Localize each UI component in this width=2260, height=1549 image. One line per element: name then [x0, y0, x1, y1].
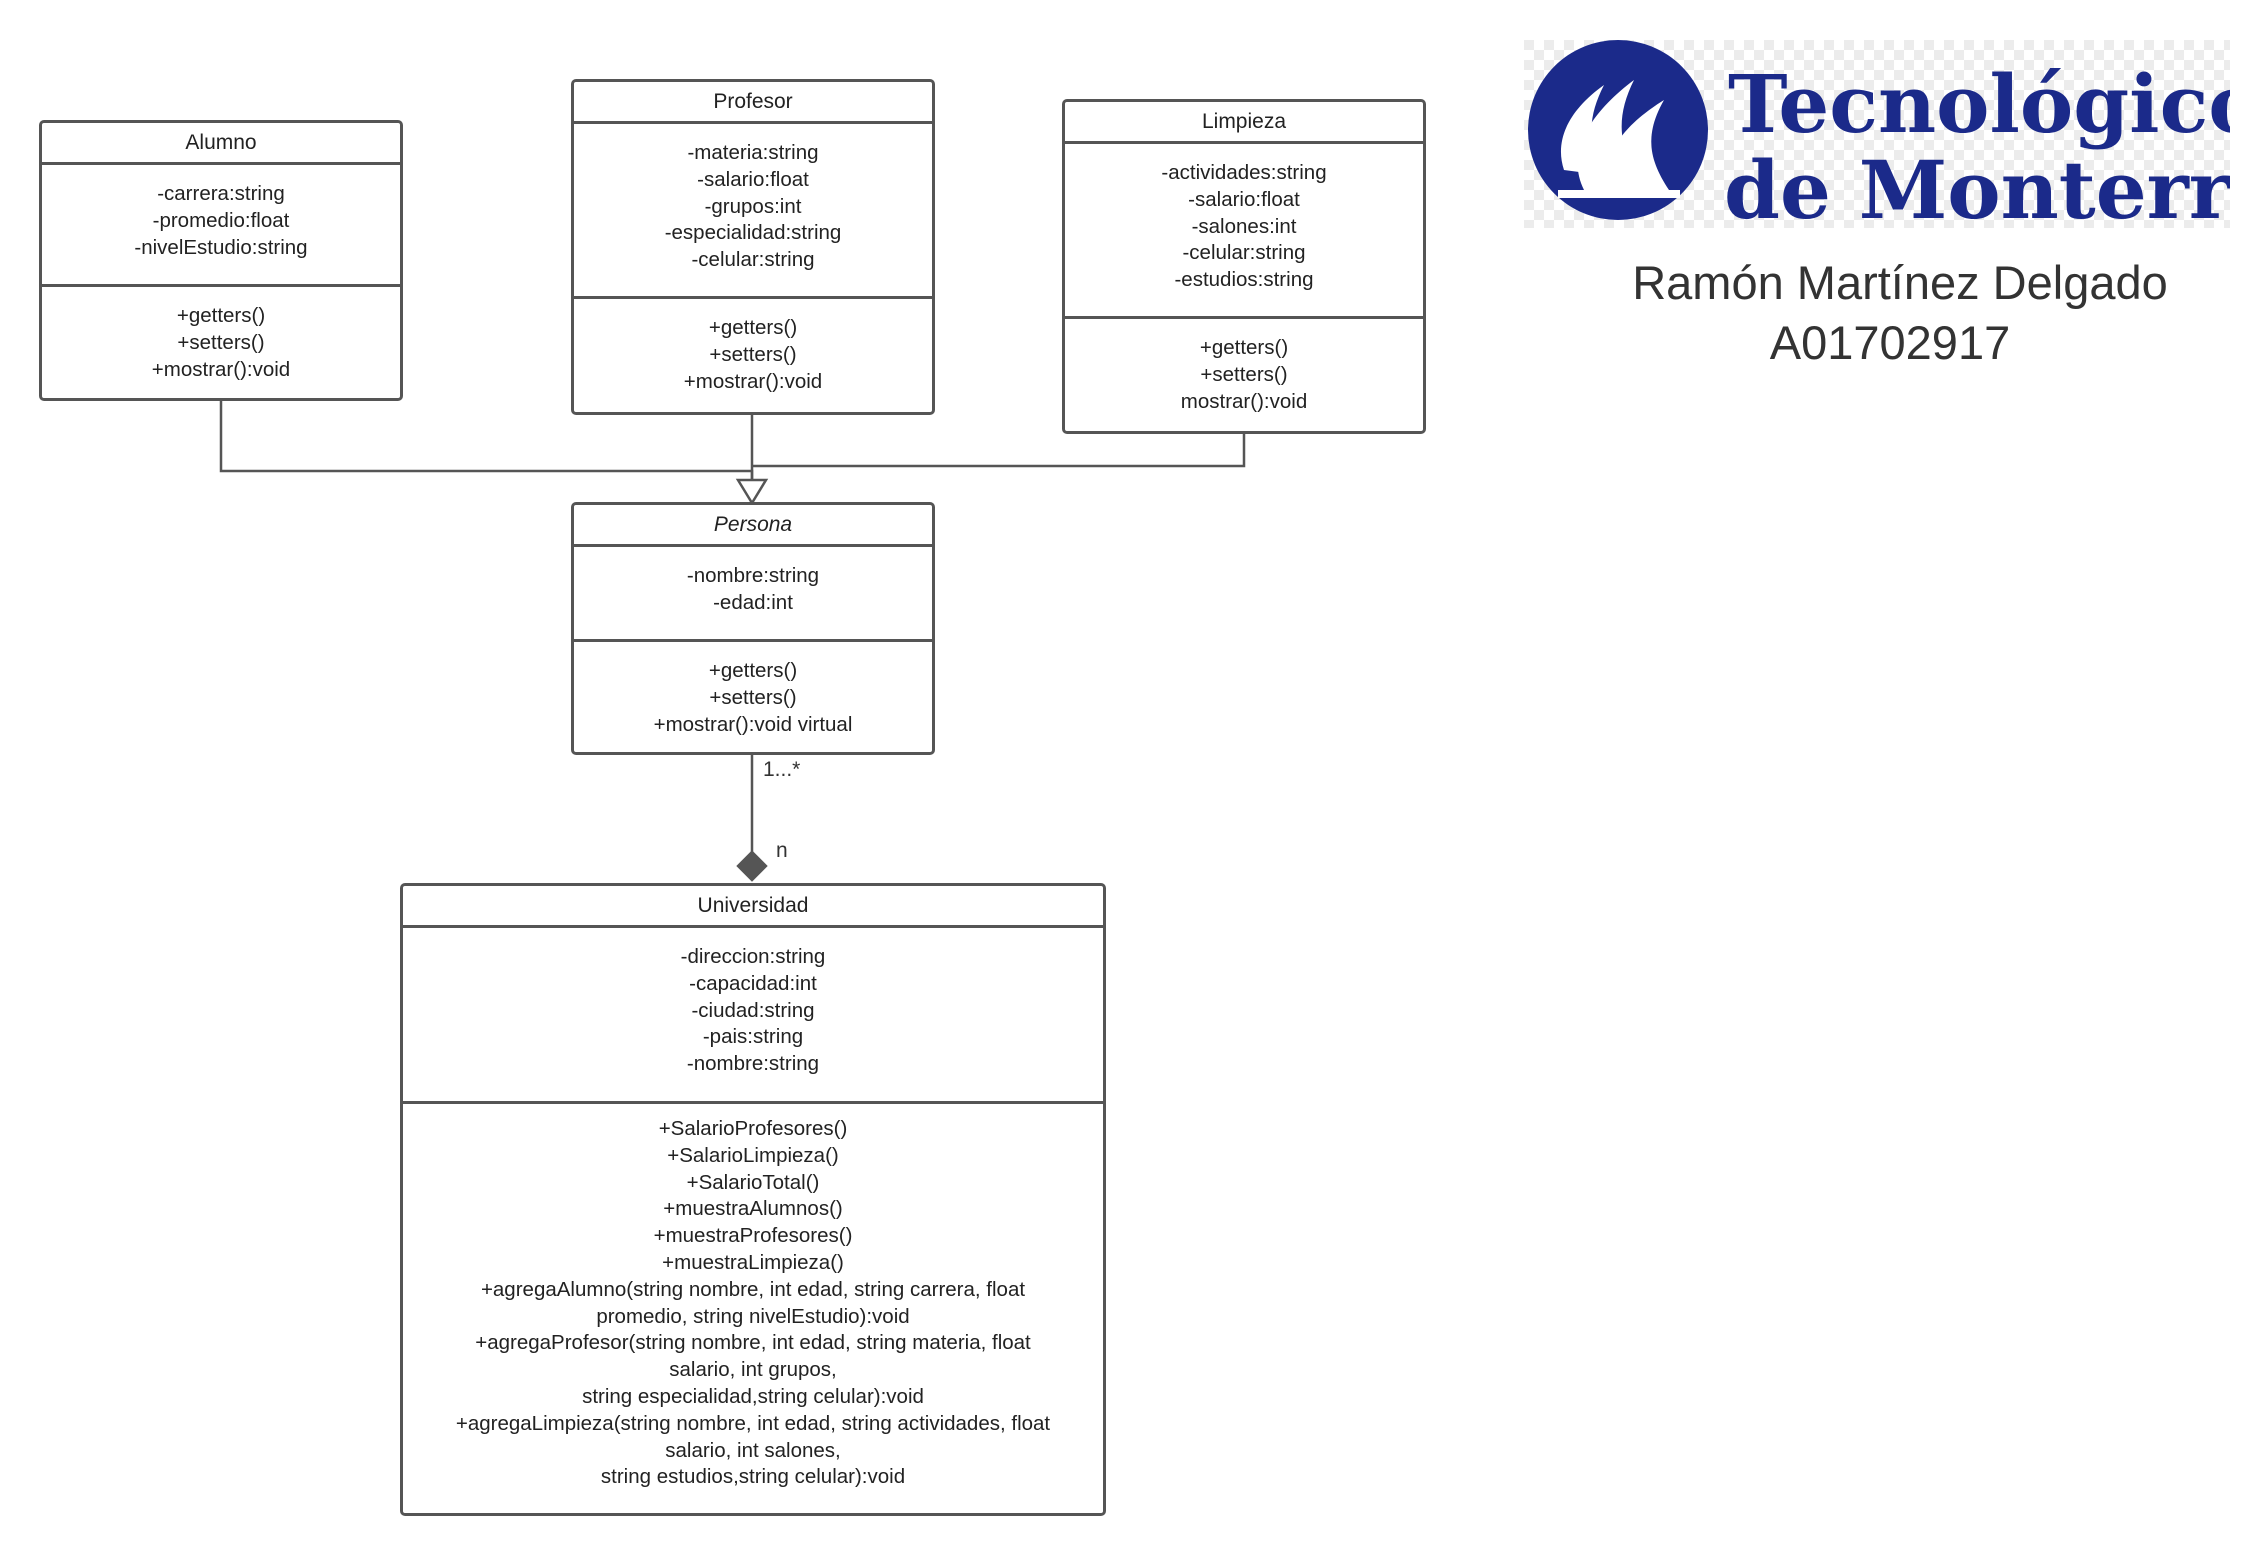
operation: salario, int salones, [665, 1438, 841, 1462]
attribute: -salario:float [1188, 187, 1300, 211]
attribute: -especialidad:string [664, 221, 842, 245]
operation: +mostrar():void [151, 357, 291, 381]
operation: +SalarioProfesores() [658, 1117, 848, 1140]
class-profesor-operations: +getters() +setters() +mostrar():void [574, 296, 932, 412]
operation: +agregaProfesor(string nombre, int edad,… [475, 1331, 1031, 1355]
class-profesor-name: Profesor [574, 82, 932, 124]
logo-line-1: Tecnológico [1728, 57, 2230, 151]
operation: +agregaAlumno(string nombre, int edad, s… [480, 1277, 1026, 1301]
class-limpieza-operations: +getters() +setters() mostrar():void [1065, 316, 1423, 431]
class-profesor-attributes: -materia:string -salario:float -grupos:i… [574, 124, 932, 296]
attribute: -nombre:string [686, 1052, 820, 1076]
operation: +muestraAlumnos() [663, 1197, 843, 1221]
class-alumno[interactable]: Alumno -carrera:string -promedio:float -… [39, 120, 403, 401]
generalization-line-limpieza [752, 432, 1246, 468]
tec-logo: Tecnológico de Monterrey [1524, 40, 2230, 228]
class-profesor[interactable]: Profesor -materia:string -salario:float … [571, 79, 935, 415]
operation: +muestraLimpieza() [662, 1250, 844, 1274]
operation: +muestraProfesores() [653, 1224, 853, 1248]
multiplicity-persona: 1...* [763, 758, 801, 781]
class-limpieza-name: Limpieza [1065, 102, 1423, 144]
class-universidad-attributes: -direccion:string -capacidad:int -ciudad… [403, 928, 1103, 1101]
attribute: -capacidad:int [689, 971, 817, 995]
attribute: -celular:string [1182, 241, 1306, 265]
class-limpieza[interactable]: Limpieza -actividades:string -salario:fl… [1062, 99, 1426, 434]
operation: +mostrar():void virtual [653, 712, 853, 736]
class-universidad-operations: +SalarioProfesores() +SalarioLimpieza() … [403, 1101, 1103, 1513]
operation: +getters() [708, 659, 798, 682]
operation: promedio, string nivelEstudio):void [596, 1304, 910, 1328]
composition-diamond [736, 850, 768, 882]
attribute: -salario:float [697, 167, 809, 191]
operation: +getters() [176, 304, 266, 327]
logo-line-2: de Monterrey [1724, 143, 2230, 228]
class-persona-attributes: -nombre:string -edad:int [574, 547, 932, 639]
attribute: -direccion:string [680, 945, 826, 968]
class-alumno-attributes: -carrera:string -promedio:float -nivelEs… [42, 165, 400, 284]
class-alumno-operations: +getters() +setters() +mostrar():void [42, 284, 400, 398]
attribute: -ciudad:string [691, 998, 815, 1022]
operation: string especialidad,string celular):void [582, 1384, 924, 1408]
attribute: -materia:string [687, 141, 819, 164]
attribute: -carrera:string [157, 182, 285, 205]
operation: +agregaLimpieza(string nombre, int edad,… [455, 1411, 1051, 1435]
operation: +setters() [709, 342, 797, 366]
attribute: -grupos:int [704, 194, 802, 218]
author-id: A01702917 [1769, 316, 2011, 369]
attribute: -pais:string [702, 1025, 804, 1049]
attribute: -salones:int [1191, 214, 1297, 238]
operation: +SalarioLimpieza() [667, 1143, 839, 1167]
flame-emblem-icon [1528, 40, 1708, 220]
inheritance-arrowhead [735, 478, 769, 506]
attribute: -nombre:string [686, 564, 820, 587]
operation: string estudios,string celular):void [600, 1465, 906, 1489]
operation: +setters() [1200, 362, 1288, 386]
operation: salario, int grupos, [669, 1358, 837, 1382]
operation: +SalarioTotal() [686, 1170, 820, 1194]
class-alumno-name: Alumno [42, 123, 400, 165]
class-persona-name: Persona [574, 505, 932, 547]
operation: +getters() [1199, 336, 1289, 359]
class-limpieza-attributes: -actividades:string -salario:float -salo… [1065, 144, 1423, 316]
author-name: Ramón Martínez Delgado [1632, 256, 2168, 309]
operation: +setters() [709, 685, 797, 709]
attribute: -celular:string [691, 248, 815, 272]
class-universidad-name: Universidad [403, 886, 1103, 928]
operation: +getters() [708, 316, 798, 339]
attribute: -edad:int [713, 590, 793, 614]
operation: +setters() [177, 330, 265, 354]
class-persona[interactable]: Persona -nombre:string -edad:int +getter… [571, 502, 935, 755]
attribute: -nivelEstudio:string [134, 235, 308, 259]
attribute: -estudios:string [1174, 268, 1314, 292]
class-persona-operations: +getters() +setters() +mostrar():void vi… [574, 639, 932, 752]
attribute: -actividades:string [1161, 161, 1327, 184]
attribute: -promedio:float [152, 208, 290, 232]
class-universidad[interactable]: Universidad -direccion:string -capacidad… [400, 883, 1106, 1516]
multiplicity-universidad: n [776, 839, 788, 862]
operation: +mostrar():void [683, 369, 823, 393]
operation: mostrar():void [1180, 389, 1308, 413]
